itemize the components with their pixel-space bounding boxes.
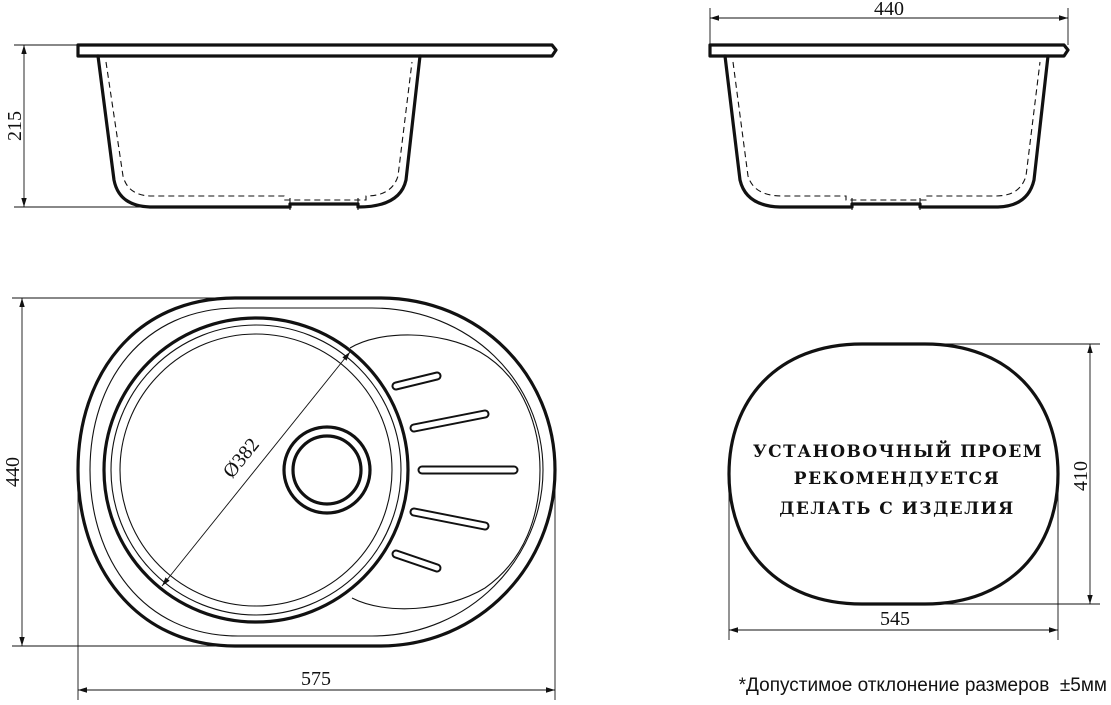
dim-cutout-height: 410 [1070,461,1092,491]
front-view-outer-profile [723,54,1050,209]
front-view-inner-profile [732,61,1041,201]
dim-front-width: 440 [874,0,904,20]
cutout-note-line-1: УСТАНОВОЧНЫЙ ПРОЕМ [753,440,1043,462]
side-view-inner-profile [105,61,413,201]
drainer-rib [391,371,442,391]
drainer-rib [409,409,490,433]
front-view: 440 [708,0,1070,210]
bowl-rim [102,316,410,624]
side-view: 215 [4,43,558,210]
side-view-rim [76,43,558,58]
dim-top-width: 575 [301,668,331,690]
top-view: Ø382 440 575 [2,296,557,700]
side-view-outer-profile [96,54,422,209]
top-view-inner-contour [89,307,544,637]
drain-outer [282,425,372,515]
drainer-area [349,334,541,610]
bowl-bottom [119,333,393,607]
dim-cutout-width: 545 [880,608,910,630]
top-view-outer-contour [76,296,557,648]
dim-side-height: 215 [4,111,26,141]
cutout-note-line-2: РЕКОМЕНДУЕТСЯ [794,469,1000,489]
drain-inner [291,434,363,506]
drainer-rib [391,549,442,573]
front-view-rim [708,43,1070,58]
cutout-note-line-3: ДЕЛАТЬ С ИЗДЕЛИЯ [779,499,1014,519]
cutout-view: УСТАНОВОЧНЫЙ ПРОЕМ РЕКОМЕНДУЕТСЯ ДЕЛАТЬ … [727,342,1100,640]
drainer-ribs [391,371,519,573]
tolerance-footnote: *Допустимое отклонение размеров ±5мм [739,675,1107,696]
dim-bowl-diameter: Ø382 [219,434,264,482]
dim-top-height: 440 [2,457,24,487]
bowl-edge [110,324,402,616]
drainer-rib [409,507,490,531]
